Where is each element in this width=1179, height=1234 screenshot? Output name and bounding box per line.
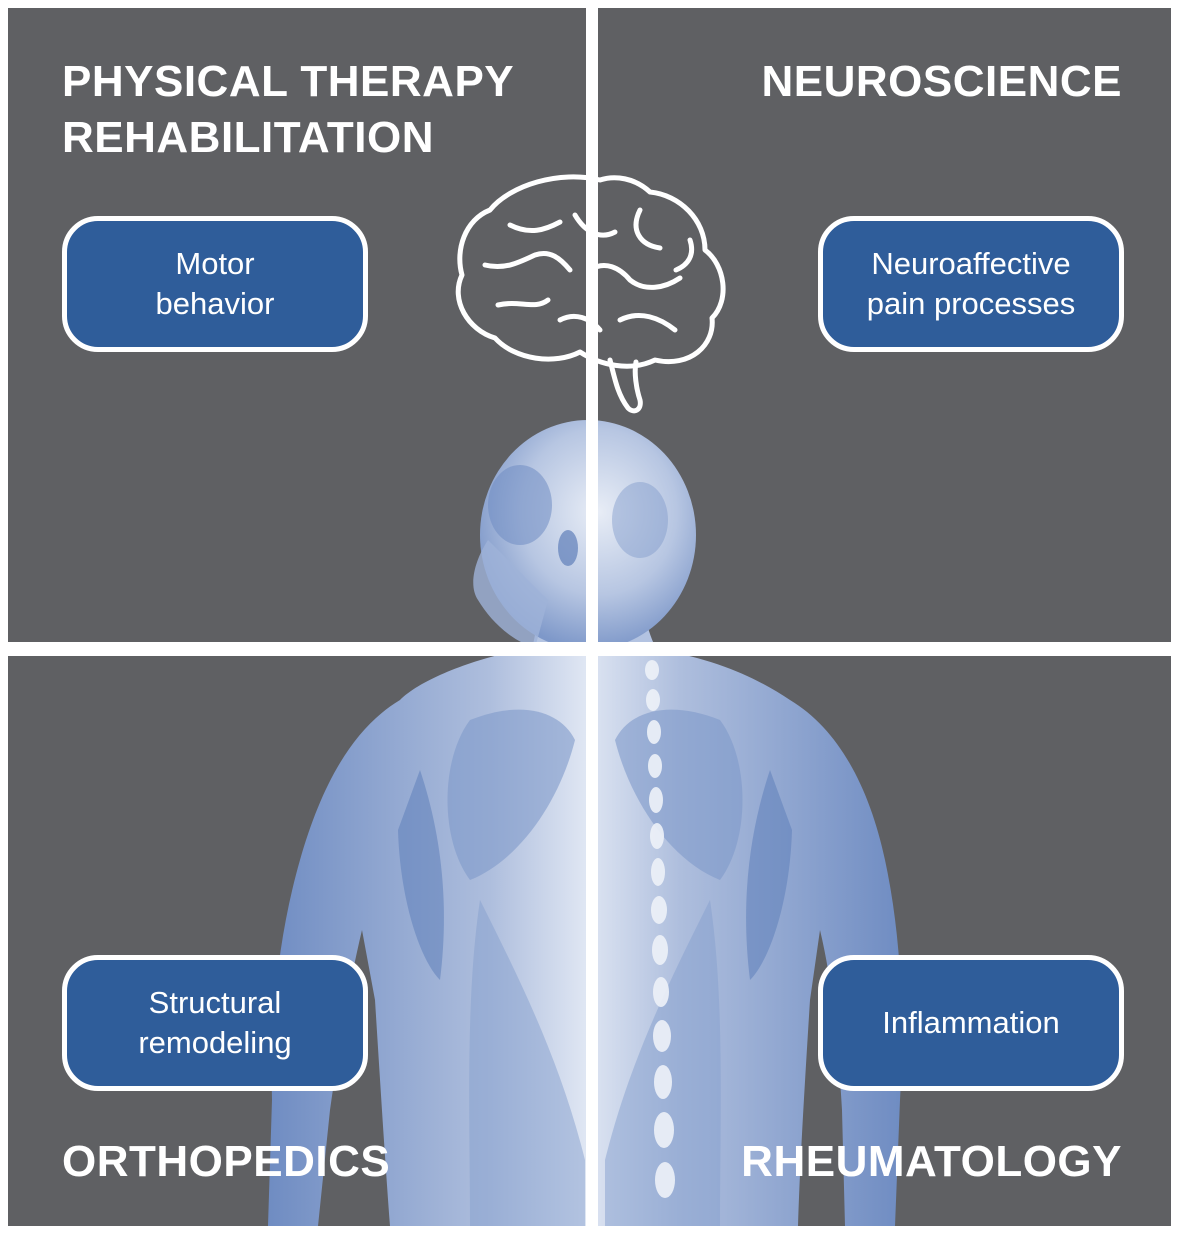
- box-neuroaffective-pain: Neuroaffective pain processes: [818, 216, 1124, 352]
- box-structural-remodeling: Structural remodeling: [62, 955, 368, 1091]
- box-motor-behavior: Motor behavior: [62, 216, 368, 352]
- horizontal-divider: [0, 642, 1179, 656]
- box-text: pain processes: [867, 284, 1076, 324]
- box-text: remodeling: [138, 1023, 291, 1063]
- heading-line: PHYSICAL THERAPY: [62, 54, 514, 110]
- heading-line: REHABILITATION: [62, 110, 514, 166]
- heading-rheumatology: RHEUMATOLOGY: [741, 1134, 1122, 1190]
- heading-neuroscience: NEUROSCIENCE: [762, 54, 1123, 110]
- box-text: Inflammation: [882, 1003, 1059, 1043]
- box-inflammation: Inflammation: [818, 955, 1124, 1091]
- heading-orthopedics: ORTHOPEDICS: [62, 1134, 390, 1190]
- heading-physical-therapy: PHYSICAL THERAPY REHABILITATION: [62, 54, 514, 166]
- box-text: behavior: [156, 284, 275, 324]
- box-text: Neuroaffective: [871, 244, 1070, 284]
- box-text: Motor: [175, 244, 254, 284]
- box-text: Structural: [149, 983, 282, 1023]
- vertical-divider: [586, 0, 598, 1234]
